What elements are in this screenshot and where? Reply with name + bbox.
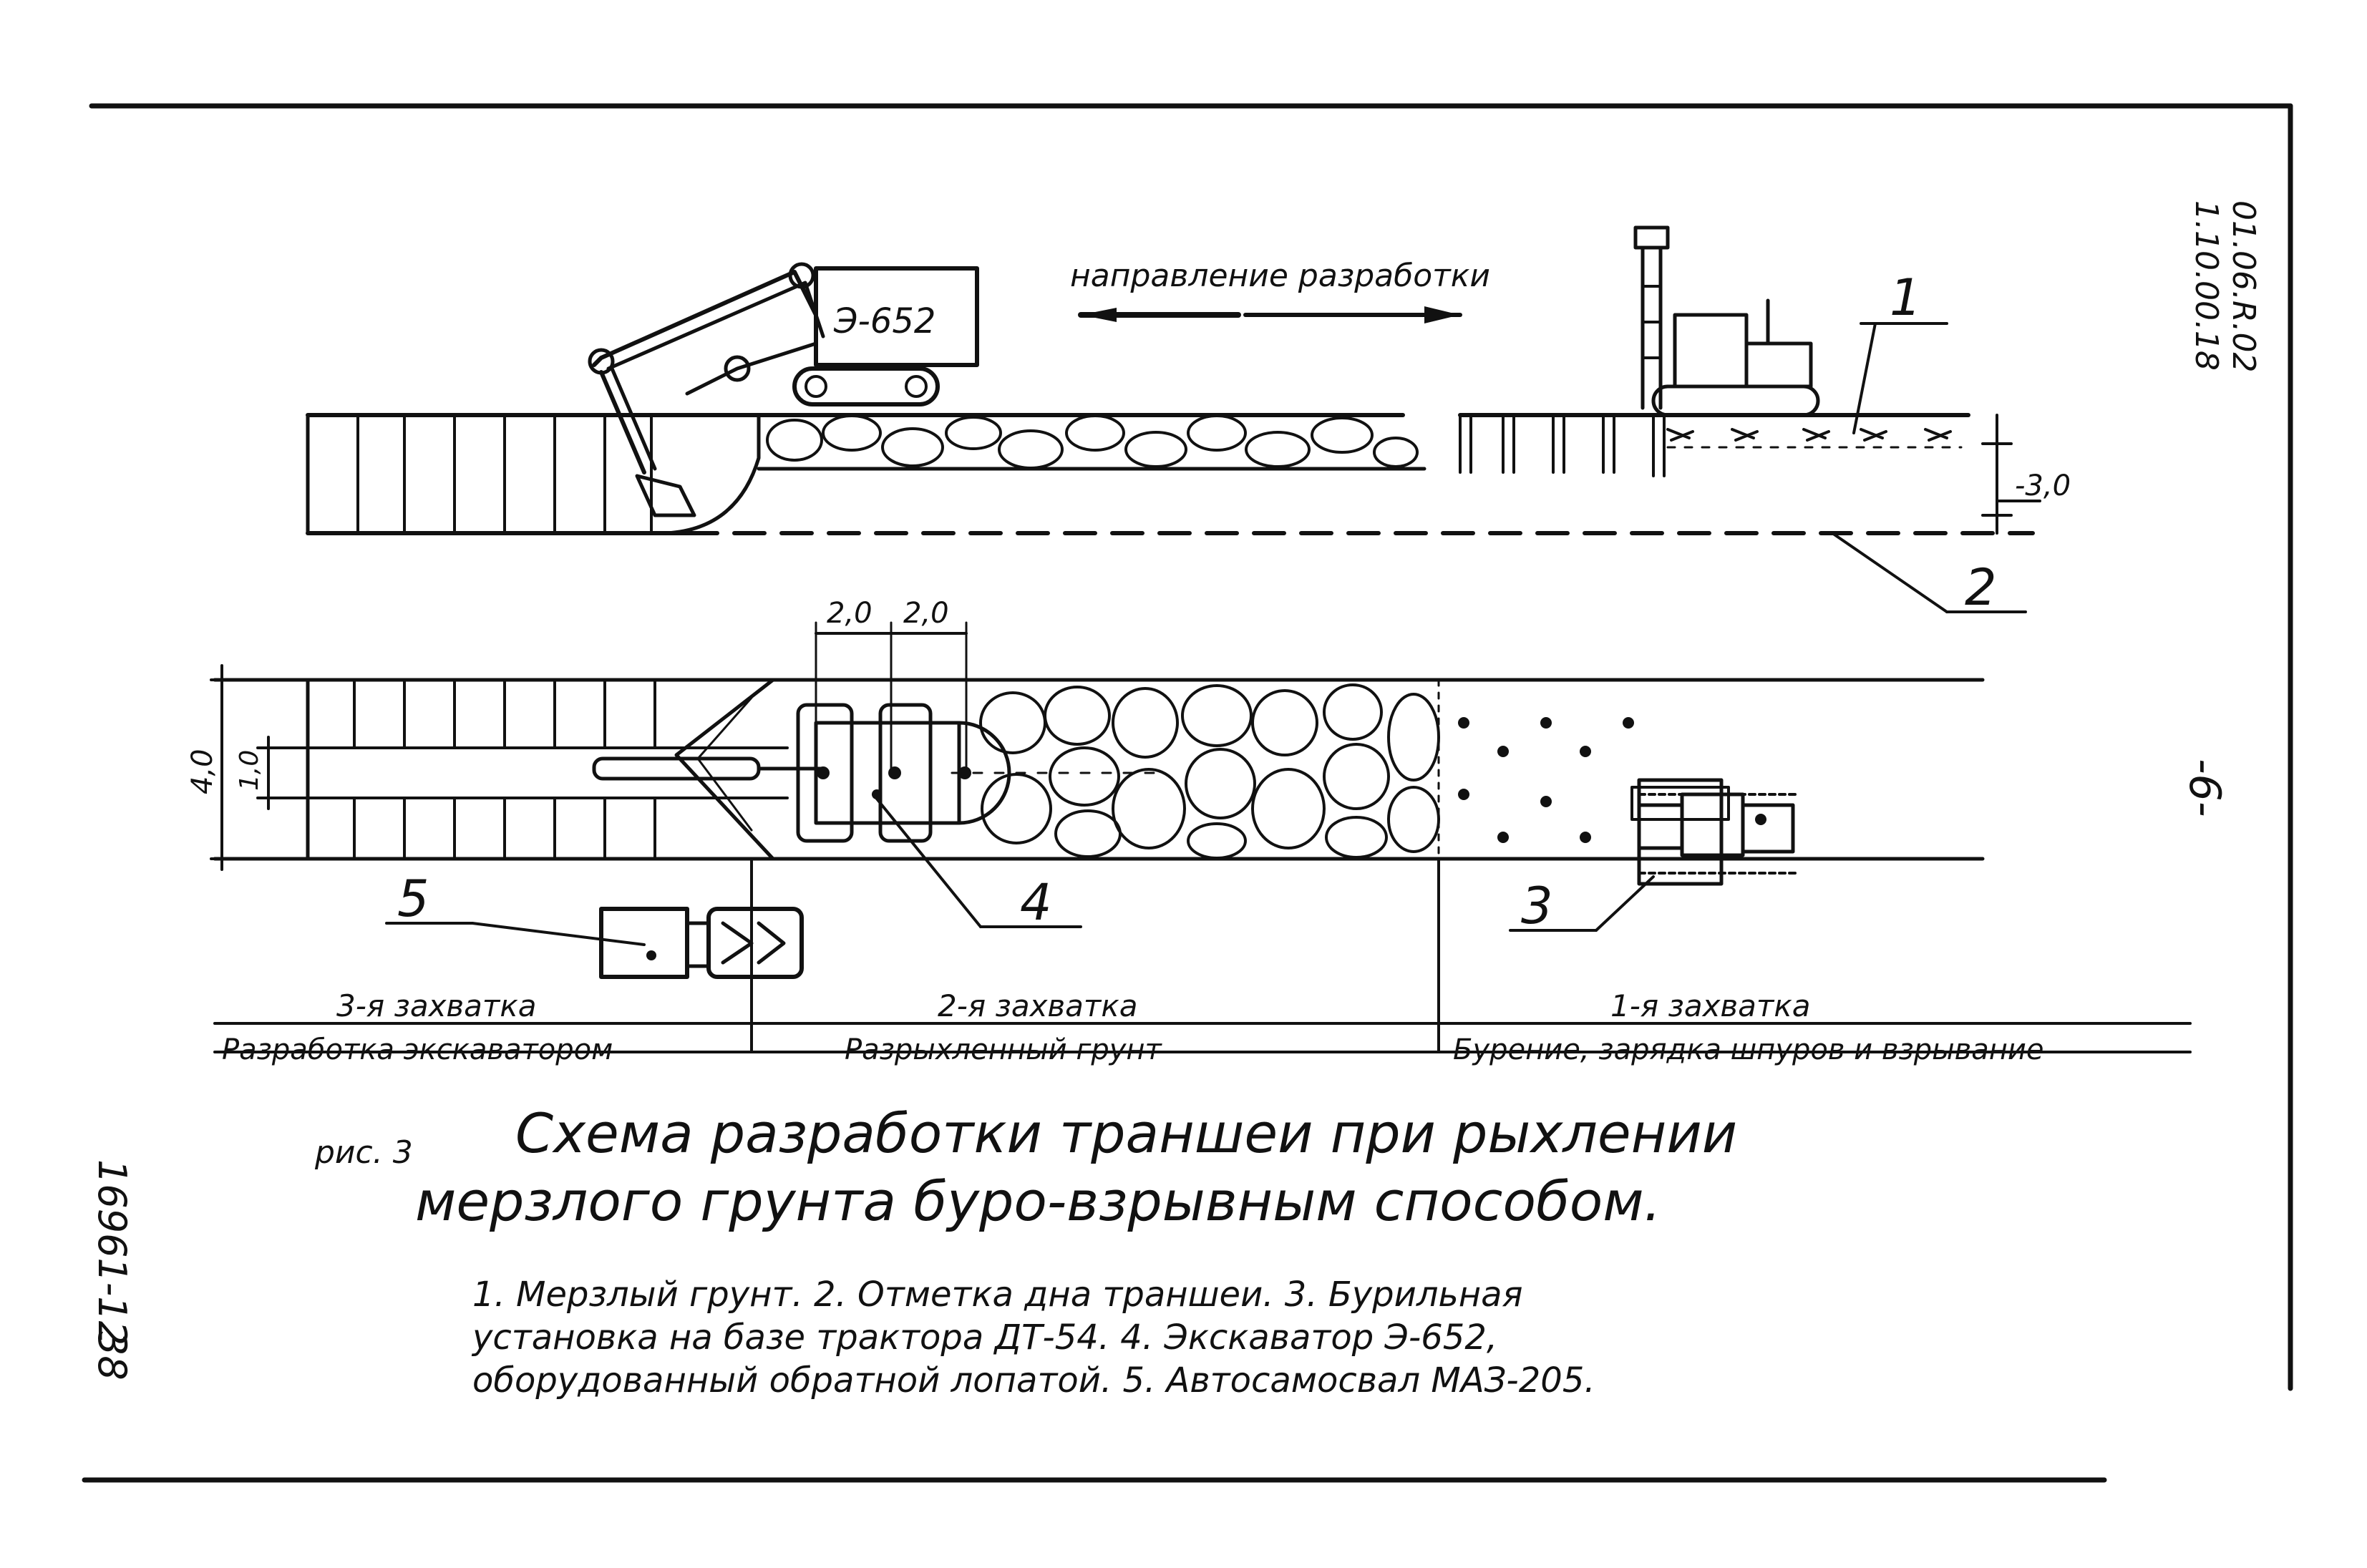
direction-label: направление разработки	[1070, 258, 1490, 294]
zone-2-title: 2-я захватка	[938, 988, 1137, 1023]
frozen-soil-marks	[1666, 428, 1963, 449]
page-number: -6-	[2179, 759, 2230, 817]
dim-spacing-1: 2,0	[827, 597, 873, 630]
dim-width: 4,0	[186, 749, 219, 794]
frozen-soil-plan-hatch	[353, 678, 656, 860]
frozen-soil-hatch	[356, 414, 653, 535]
legend-line-2: установка на базе трактора ДТ-54. 4. Экс…	[471, 1318, 1497, 1358]
callout-3: 3	[1509, 875, 1655, 935]
legend-line-1: 1. Мерзлый грунт. 2. Отметка дна траншеи…	[472, 1275, 1522, 1315]
caption-title-line-1: Схема разработки траншеи при рыхлении	[515, 1101, 1737, 1165]
excavator-icon: Э-652	[588, 262, 979, 517]
side-page-number: 38	[89, 1331, 135, 1380]
drilling-rig-icon	[1633, 225, 1820, 417]
side-reference: 16961-12	[89, 1159, 135, 1345]
blast-holes-profile	[1459, 414, 1666, 477]
loosened-soil-plan	[951, 683, 1440, 860]
trench-plan: 2,0 2,0 4,0 1,0 3 4 5	[186, 597, 1985, 1053]
depth-label: -3,0	[2015, 469, 2071, 502]
zone-labels: 3-я захватка Разработка экскаватором 2-я…	[213, 988, 2192, 1066]
callout-5-label: 5	[397, 870, 429, 928]
frame	[82, 103, 2293, 1483]
zone-3-desc: Разработка экскаватором	[222, 1033, 613, 1066]
zone-2-desc: Разрыхленный грунт	[845, 1033, 1163, 1066]
callout-3-label: 3	[1521, 877, 1553, 935]
dump-truck-icon	[599, 907, 804, 979]
blast-holes-plan	[1458, 717, 1634, 843]
dim-inner: 1,0	[235, 750, 264, 791]
caption-title-line-2: мерзлого грунта буро-взрывным способом.	[415, 1169, 1661, 1233]
trench-profile: Э-652 направление разработки	[306, 225, 2071, 617]
direction-arrow: направление разработки	[1070, 258, 1490, 323]
caption-prefix: рис. 3	[314, 1134, 413, 1171]
callout-2: 2	[1831, 532, 2027, 617]
plan-dimensions: 2,0 2,0 4,0 1,0	[186, 597, 968, 871]
figure-caption: рис. 3 Схема разработки траншеи при рыхл…	[314, 1101, 1737, 1401]
callout-1-label: 1	[1890, 268, 1922, 327]
excavator-label: Э-652	[833, 301, 935, 341]
zone-1-title: 1-я захватка	[1610, 988, 1810, 1023]
zone-1-desc: Бурение, зарядка шпуров и взрывание	[1453, 1033, 2044, 1066]
zone-3-title: 3-я захватка	[336, 988, 536, 1023]
sheet-code-1: 01.06.R.02	[2225, 200, 2262, 373]
callout-4: 4	[872, 793, 1082, 932]
sheet-code-2: 1.10.00.18	[2188, 200, 2225, 371]
callout-1: 1	[1852, 268, 1948, 434]
drilling-rig-plan-icon	[1630, 778, 1798, 886]
depth-dimension: -3,0	[1981, 414, 2071, 535]
callout-2-label: 2	[1965, 558, 1997, 617]
dim-spacing-2: 2,0	[903, 597, 949, 630]
excavator-plan-icon	[592, 678, 1011, 861]
callout-4-label: 4	[1020, 873, 1052, 932]
legend-line-3: оборудованный обратной лопатой. 5. Автос…	[472, 1360, 1595, 1401]
callout-5: 5	[385, 870, 646, 946]
loosened-soil-profile	[766, 414, 1419, 469]
